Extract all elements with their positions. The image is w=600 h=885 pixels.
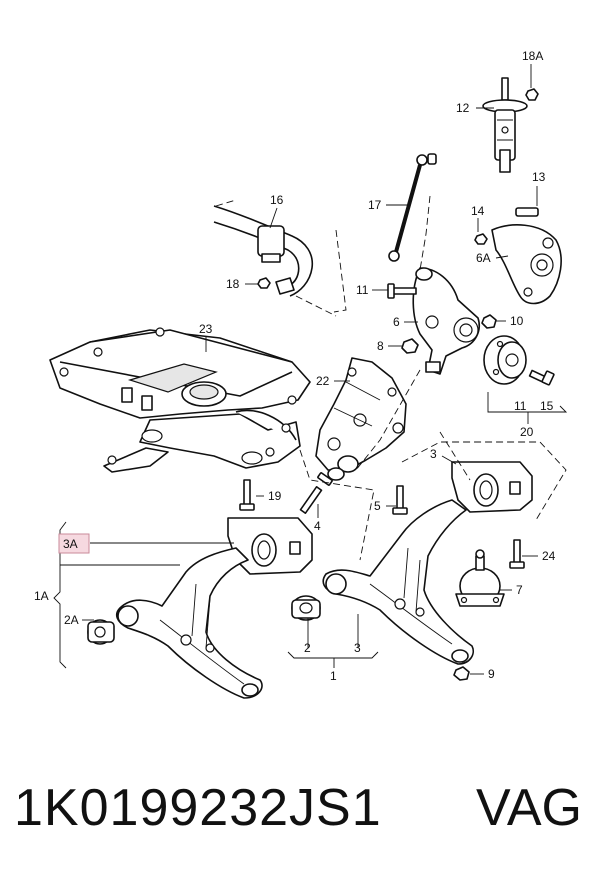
bush-3: [451, 461, 533, 513]
callout-12: 12: [456, 101, 470, 115]
bolt-24: [509, 539, 525, 569]
coupling-rod: [388, 153, 437, 262]
subframe-23: [49, 327, 311, 473]
bolt-19: [239, 479, 255, 511]
callout-6A: 6A: [476, 251, 491, 265]
callout-19: 19: [268, 489, 282, 503]
callout-8: 8: [377, 339, 384, 353]
bolt-4: [299, 472, 333, 514]
callout-2: 2: [304, 641, 311, 655]
callout-10: 10: [510, 314, 524, 328]
callout-labels: 18A 12 17 13 16 14 6A 18 11 10 23 6 8 22…: [34, 49, 556, 683]
nut-9: [453, 666, 470, 681]
callout-9: 9: [488, 667, 495, 681]
callout-3A: 3A: [63, 537, 78, 551]
bolt-5: [392, 485, 408, 515]
bush-2A: [87, 619, 115, 645]
callout-18A: 18A: [522, 49, 543, 63]
bolt-11-upper: [387, 283, 417, 299]
wheel-hub: [483, 335, 527, 385]
callout-20: 20: [520, 425, 534, 439]
bracket-22: [315, 357, 407, 481]
callout-3-upper: 3: [430, 447, 437, 461]
assembly-lines: [215, 195, 567, 561]
callout-6: 6: [393, 315, 400, 329]
strut-assembly: [482, 77, 528, 173]
wheel-bearing-housing-6A: [474, 207, 562, 305]
callout-3A-highlight: [58, 533, 90, 554]
callout-17: 17: [368, 198, 382, 212]
callout-3-lower: 3: [354, 641, 361, 655]
leader-lines: [53, 64, 568, 675]
brand-name: VAG: [476, 779, 582, 837]
callout-1A: 1A: [34, 589, 49, 603]
swivel-bearing-6: [412, 267, 480, 375]
callout-2A: 2A: [64, 613, 79, 627]
callout-4: 4: [314, 519, 321, 533]
bush-2: [291, 595, 321, 621]
callout-24: 24: [542, 549, 556, 563]
suspension-exploded-diagram: 18A 12 17 13 16 14 6A 18 11 10 23 6 8 22…: [34, 49, 568, 699]
bush-3A: [227, 517, 313, 575]
callout-13: 13: [532, 170, 546, 184]
nut-8: [401, 338, 419, 354]
anti-roll-bar: [213, 205, 314, 297]
callout-1: 1: [330, 669, 337, 683]
callout-7: 7: [516, 583, 523, 597]
callout-11-lower: 11: [514, 399, 527, 413]
callout-16: 16: [270, 193, 284, 207]
callout-11-upper: 11: [356, 283, 369, 297]
callout-22: 22: [316, 374, 330, 388]
callout-23: 23: [199, 322, 213, 336]
callout-18: 18: [226, 277, 240, 291]
callout-5: 5: [374, 499, 381, 513]
wishbone-1A: [115, 547, 263, 699]
nut-10: [481, 314, 497, 329]
part-number: 1K0199232JS1: [14, 779, 382, 837]
bolt-15: [528, 369, 555, 386]
nut-18A: [525, 88, 539, 101]
callout-14: 14: [471, 204, 485, 218]
callout-15: 15: [540, 399, 554, 413]
wishbone-1: [322, 499, 474, 665]
ball-joint-7: [455, 549, 505, 607]
